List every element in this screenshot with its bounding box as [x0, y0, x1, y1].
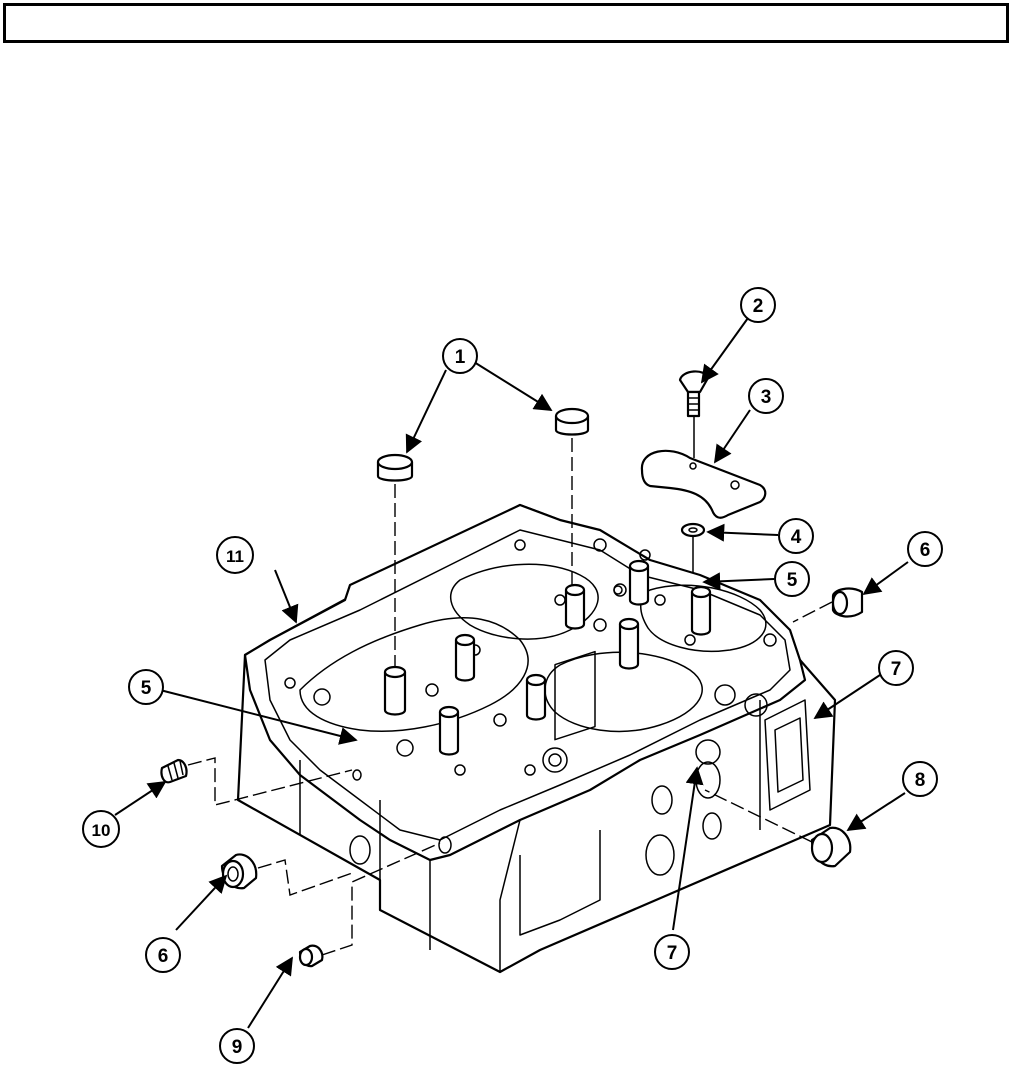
cylinder-head-body	[238, 505, 835, 972]
callout-bubble-9: 9	[220, 1029, 254, 1063]
svg-text:9: 9	[232, 1037, 243, 1058]
callout-bubble-6-right: 6	[908, 532, 942, 566]
callout-bubble-8: 8	[903, 762, 937, 796]
svg-text:6: 6	[158, 946, 169, 967]
svg-text:10: 10	[92, 821, 111, 840]
callout-bubble-3: 3	[749, 379, 783, 413]
callout-bubble-2: 2	[741, 288, 775, 322]
callout-bubble-1: 1	[443, 339, 477, 373]
svg-text:6: 6	[920, 540, 931, 561]
part-9-plug	[300, 946, 322, 966]
svg-text:1: 1	[455, 347, 466, 368]
part-8-plug	[812, 828, 850, 866]
svg-text:3: 3	[761, 387, 772, 408]
svg-text:5: 5	[141, 678, 152, 699]
part-2-screw	[680, 371, 708, 458]
callout-bubble-5-left: 5	[129, 670, 163, 704]
part-3-plate	[642, 451, 765, 518]
svg-text:2: 2	[753, 296, 764, 317]
svg-text:7: 7	[891, 659, 902, 680]
callout-bubble-7-bottom: 7	[655, 935, 689, 969]
svg-text:5: 5	[787, 570, 798, 591]
svg-text:8: 8	[915, 770, 926, 791]
callout-bubble-6-left: 6	[146, 938, 180, 972]
callout-bubble-10: 10	[83, 811, 119, 847]
svg-text:4: 4	[791, 527, 802, 548]
svg-text:11: 11	[226, 547, 244, 566]
callout-bubble-7-right: 7	[879, 651, 913, 685]
callout-bubble-5-right: 5	[775, 562, 809, 596]
part-4-washer	[682, 524, 704, 572]
callout-bubble-4: 4	[779, 519, 813, 553]
callout-bubble-11: 11	[217, 537, 253, 573]
part-10-setscrew	[161, 760, 186, 782]
svg-text:7: 7	[667, 943, 678, 964]
